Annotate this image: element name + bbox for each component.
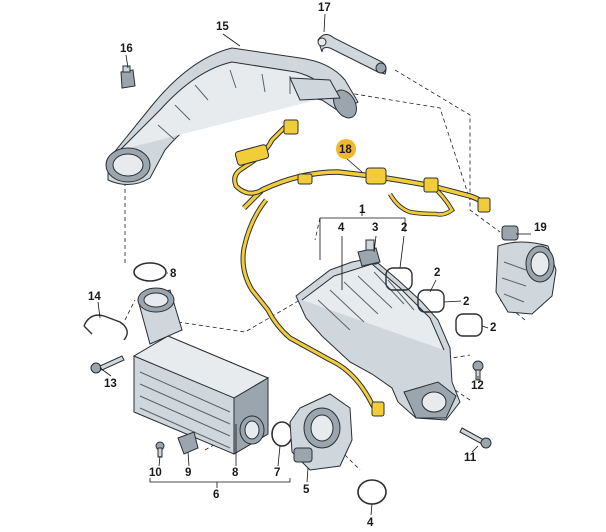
callout-7: 7 <box>274 467 280 479</box>
callout-17: 17 <box>318 2 331 14</box>
callout-6: 6 <box>213 489 219 501</box>
clip-part-16 <box>120 65 136 89</box>
callout-2-top: 2 <box>401 222 407 234</box>
bolt-part-13 <box>90 355 125 374</box>
callout-15: 15 <box>216 21 229 33</box>
o-ring-part-8-upper <box>133 262 167 282</box>
o-ring-part-4 <box>357 479 387 505</box>
callout-13: 13 <box>104 378 117 390</box>
callout-8-lower: 8 <box>232 467 239 479</box>
callout-18-highlight-badge: 18 <box>336 139 356 159</box>
bolt-part-11 <box>459 427 492 449</box>
callout-14: 14 <box>88 291 101 303</box>
flap-unit-part-5 <box>289 393 353 471</box>
callout-16: 16 <box>120 43 133 55</box>
callout-8-upper: 8 <box>170 268 177 280</box>
leader-lines <box>97 13 531 516</box>
callout-4-bottom: 4 <box>367 517 374 529</box>
vent-hose-part-17 <box>317 34 387 75</box>
callout-1: 1 <box>359 204 366 216</box>
throttle-part-19 <box>495 225 557 315</box>
charge-air-cooler-part-6 <box>132 287 270 455</box>
callout-4-top: 4 <box>338 222 345 234</box>
callout-18: 18 <box>339 144 352 156</box>
callout-11: 11 <box>464 452 477 464</box>
sensor-part-3 <box>357 239 381 267</box>
callout-10: 10 <box>149 467 162 479</box>
bolt-part-10 <box>155 441 165 458</box>
callout-2-mid: 2 <box>434 267 440 279</box>
o-ring-part-7 <box>271 421 293 447</box>
callout-19: 19 <box>534 222 547 234</box>
callout-9: 9 <box>185 467 191 479</box>
callout-5: 5 <box>303 484 310 496</box>
callout-2-lower: 2 <box>490 322 496 334</box>
air-duct-part-15 <box>105 47 359 185</box>
callout-2-right: 2 <box>463 296 469 308</box>
callout-12: 12 <box>471 380 484 392</box>
bracket-part-9 <box>177 431 199 455</box>
bracket-part-14 <box>83 314 128 341</box>
wiring-harness-part-18 <box>232 119 491 417</box>
bolt-part-12 <box>472 360 484 381</box>
callout-labels: 15 16 17 18 1 4 3 2 2 2 2 19 8 14 13 12 … <box>88 2 547 529</box>
callout-3: 3 <box>372 222 378 234</box>
